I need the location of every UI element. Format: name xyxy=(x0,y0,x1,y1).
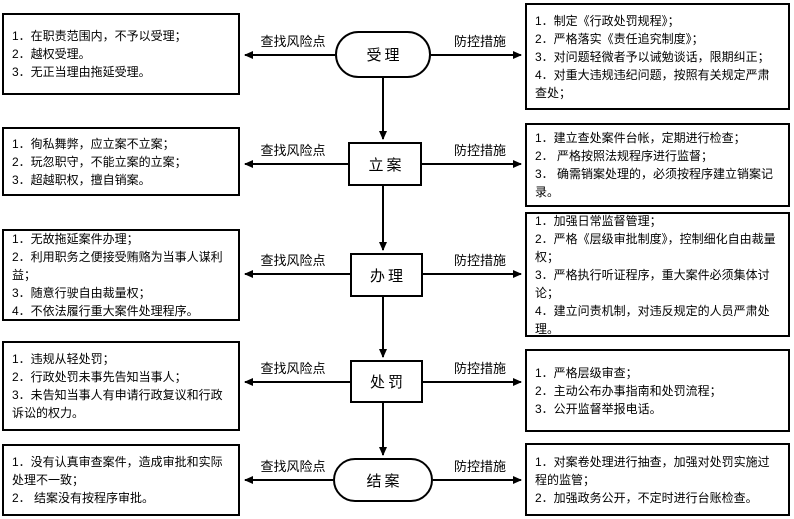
risk-item: 3．随意行驶自由裁量权； xyxy=(12,286,151,300)
measure-arrow-label: 防控措施 xyxy=(453,361,506,376)
measure-item: 2．严格落实《责任追究制度》； xyxy=(535,31,704,46)
measure-box-banli: 1．加强日常监督管理； 2．严格《层级审批制度》，控制细化自由裁量权； 3．严格… xyxy=(525,212,790,337)
risk-arrow-label: 查找风险点 xyxy=(260,143,326,158)
risk-item: 1．没有认真审查案件，造成审批和实际处理不一致； xyxy=(12,455,223,487)
measure-box-shouli: 1．制定《行政处罚规程》； 2．严格落实《责任追究制度》； 3．对问题轻微者予以… xyxy=(525,3,790,110)
risk-arrow-label: 查找风险点 xyxy=(260,361,326,376)
flow-node-jiean: 结案 xyxy=(333,458,433,502)
risk-box-shouli: 1．在职责范围内，不予以受理； 2．越权受理。 3．无正当理由拖延受理。 xyxy=(2,13,240,95)
flow-node-shouli: 受理 xyxy=(335,31,431,78)
measure-item: 3．公开监督举报电话。 xyxy=(535,401,662,416)
measure-item: 1．建立查处案件台帐，定期进行检查； xyxy=(535,131,746,145)
measure-item: 1．加强日常监督管理； xyxy=(535,213,662,228)
measure-arrow-label: 防控措施 xyxy=(453,143,506,158)
flow-node-label: 结案 xyxy=(366,472,403,490)
risk-arrow-label: 查找风险点 xyxy=(260,34,326,49)
risk-arrow-label: 查找风险点 xyxy=(260,459,326,474)
risk-item: 1．在职责范围内，不予以受理； xyxy=(12,29,187,43)
flow-node-label: 受理 xyxy=(366,47,403,64)
risk-item: 4．不依法履行重大案件处理程序。 xyxy=(12,304,199,318)
risk-item: 2．利用职务之便接受贿赂为当事人谋利益； xyxy=(12,250,223,282)
flow-node-lian: 立案 xyxy=(348,142,422,186)
measure-item: 3．对问题轻微者予以诫勉谈话，限期纠正； xyxy=(535,49,770,64)
measure-item: 3．严格执行听证程序，重大案件必须集体讨论； xyxy=(535,267,770,300)
flow-node-label: 办理 xyxy=(369,267,406,285)
risk-box-banli: 1．无故拖延案件办理； 2．利用职务之便接受贿赂为当事人谋利益； 3．随意行驶自… xyxy=(2,229,240,321)
measure-box-jiean: 1．对案卷处理进行抽查，加强对处罚实施过程的监管； 2．加强政务公开，不定时进行… xyxy=(525,443,790,516)
measure-item: 1．对案卷处理进行抽查，加强对处罚实施过程的监管； xyxy=(535,454,770,487)
risk-box-jiean: 1．没有认真审查案件，造成审批和实际处理不一致； 2． 结案没有按程序审批。 xyxy=(2,444,240,516)
risk-item: 3．未告知当事人有申请行政复议和行政诉讼的权力。 xyxy=(12,388,223,420)
measure-item: 1．严格层级审查； xyxy=(535,365,638,380)
flow-node-label: 处罚 xyxy=(369,374,406,391)
risk-item: 2．越权受理。 xyxy=(12,47,91,61)
risk-item: 2．玩忽职守，不能立案的立案； xyxy=(12,154,187,169)
measure-item: 2．加强政务公开，不定时进行台账检查。 xyxy=(535,490,758,505)
risk-item: 3．无正当理由拖延受理。 xyxy=(12,65,151,79)
measure-arrow-label: 防控措施 xyxy=(453,34,506,49)
risk-item: 2．行政处罚未事先告知当事人； xyxy=(12,370,187,384)
risk-box-lian: 1．徇私舞弊，应立案不立案； 2．玩忽职守，不能立案的立案； 3．超越职权，擅自… xyxy=(2,127,240,196)
risk-item: 3．超越职权，擅自销案。 xyxy=(12,172,151,187)
measure-box-chufa: 1．严格层级审查； 2．主动公布办事指南和处罚流程； 3．公开监督举报电话。 xyxy=(525,349,790,432)
risk-item: 1．违规从轻处罚； xyxy=(12,352,115,366)
risk-item: 1．无故拖延案件办理； xyxy=(12,232,139,246)
flow-node-label: 立案 xyxy=(368,156,405,174)
measure-item: 2．主动公布办事指南和处罚流程； xyxy=(535,383,722,398)
flow-node-banli: 办理 xyxy=(350,253,423,297)
risk-box-chufa: 1．违规从轻处罚； 2．行政处罚未事先告知当事人； 3．未告知当事人有申请行政复… xyxy=(2,341,240,431)
measure-item: 2． 严格按照法规程序进行监督； xyxy=(535,149,714,163)
risk-item: 1．徇私舞弊，应立案不立案； xyxy=(12,136,175,151)
risk-arrow-label: 查找风险点 xyxy=(260,253,326,268)
measure-item: 4．对重大违规违纪问题，按照有关规定严肃查处； xyxy=(535,67,770,100)
flow-node-chufa: 处罚 xyxy=(350,360,423,403)
measure-item: 3． 确需销案处理的，必须按程序建立销案记录。 xyxy=(535,167,774,199)
measure-item: 2．严格《层级审批制度》，控制细化自由裁量权； xyxy=(535,231,776,264)
risk-item: 2． 结案没有按程序审批。 xyxy=(12,491,155,505)
measure-arrow-label: 防控措施 xyxy=(453,459,506,474)
measure-item: 4．建立问责机制，对违反规定的人员严肃处理。 xyxy=(535,303,770,336)
measure-box-lian: 1．建立查处案件台帐，定期进行检查； 2． 严格按照法规程序进行监督； 3． 确… xyxy=(525,123,790,207)
measure-arrow-label: 防控措施 xyxy=(453,253,506,268)
measure-item: 1．制定《行政处罚规程》； xyxy=(535,13,680,28)
